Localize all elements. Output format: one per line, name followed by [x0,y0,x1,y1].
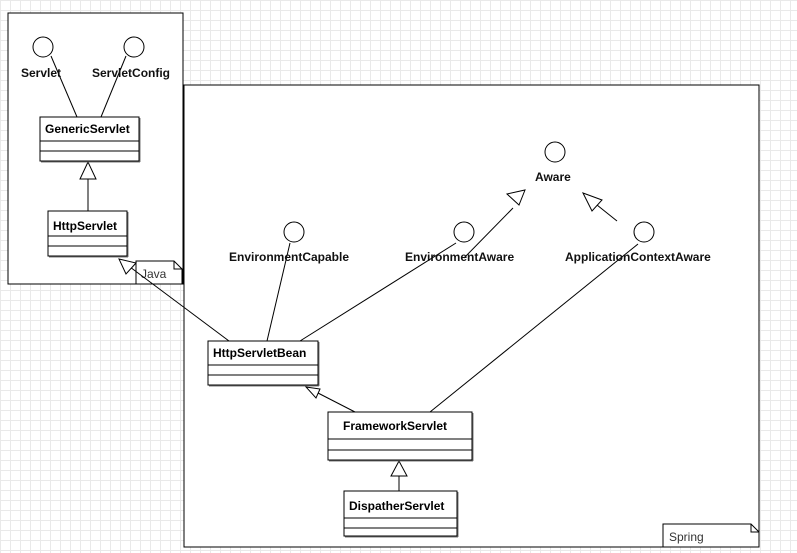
generalization-line-applicationcontextaware [596,204,618,222]
interface-circle-icon [283,221,305,243]
package-label-spring: Spring [669,530,704,544]
realization-line-servletconfig [100,55,127,118]
generalization-line-environmentaware [463,207,514,259]
interface-applicationcontextaware[interactable]: ApplicationContextAware [565,221,711,264]
realization-line-environmentcapable [266,242,291,342]
interface-circle-icon [123,36,145,58]
interface-label-servlet: Servlet [21,66,61,80]
interface-label-servletconfig: ServletConfig [92,66,170,80]
class-genericservlet[interactable]: GenericServlet [39,116,141,163]
interface-circle-icon [453,221,475,243]
interface-environmentaware[interactable]: EnvironmentAware [405,221,514,264]
interface-label-environmentaware: EnvironmentAware [405,250,514,264]
realization-line-applicationcontextaware [429,243,639,413]
arrowhead-aware-left [505,189,526,206]
realization-line-servlet [50,55,78,118]
class-httpservletbean[interactable]: HttpServletBean [207,340,320,387]
class-frameworkservlet[interactable]: FrameworkServlet [327,411,474,462]
class-httpservlet[interactable]: HttpServlet [47,210,129,258]
class-label-httpservlet: HttpServlet [53,219,117,233]
interface-servletconfig[interactable]: ServletConfig [92,36,170,80]
arrowhead-httpservletbean [304,386,321,399]
package-spring[interactable]: Spring [183,84,760,548]
package-label-java: Java [141,267,167,281]
interface-label-aware: Aware [535,170,571,184]
interface-label-environmentcapable: EnvironmentCapable [229,250,349,264]
class-label-genericservlet: GenericServlet [45,122,130,136]
arrowhead-genericservlet [79,160,97,180]
interface-circle-icon [544,141,566,163]
arrowhead-aware-right [581,192,603,212]
relationships [50,55,639,491]
arrowhead-httpservlet [118,258,137,275]
arrowhead-frameworkservlet [390,459,408,477]
interface-circle-icon [633,221,655,243]
interface-servlet[interactable]: Servlet [21,36,61,80]
interface-label-applicationcontextaware: ApplicationContextAware [565,250,711,264]
realization-line-environmentaware [299,242,457,342]
class-label-dispatherservlet: DispatherServlet [349,499,444,513]
generalization-line-frameworkservlet [317,392,356,413]
interface-environmentcapable[interactable]: EnvironmentCapable [229,221,349,264]
interface-circle-icon [32,36,54,58]
class-label-httpservletbean: HttpServletBean [213,346,306,360]
class-label-frameworkservlet: FrameworkServlet [343,419,447,433]
inheritance-arrowheads [79,160,603,477]
class-dispatherservlet[interactable]: DispatherServlet [343,490,459,538]
generalization-line-httpservletbean [129,266,230,342]
interface-aware[interactable]: Aware [535,141,571,184]
